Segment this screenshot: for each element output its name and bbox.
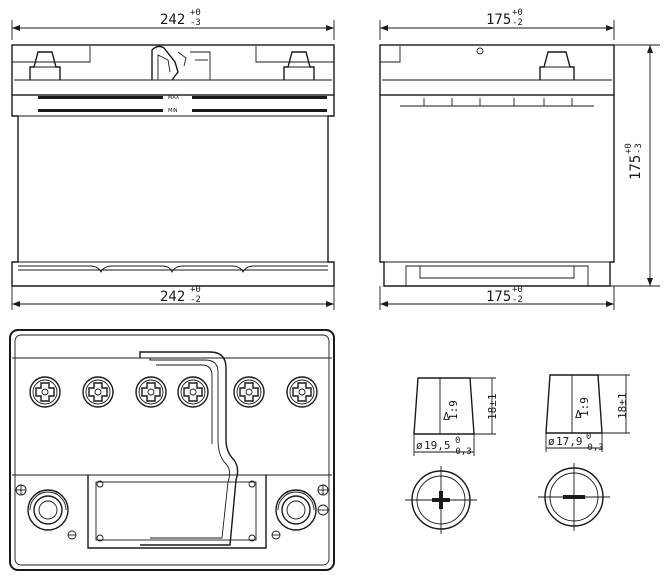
side-depth-bottom-lower-tol: -2 <box>512 295 523 305</box>
front-width-top-upper-tol: +0 <box>190 8 201 18</box>
front-width-bottom-lower-tol: -2 <box>190 295 201 305</box>
positive-height-label: 18±1 <box>486 394 499 421</box>
side-depth-top-upper-tol: +0 <box>512 8 523 18</box>
level-min-label: MIN <box>168 108 178 114</box>
front-width-bottom-value: 242 <box>160 289 185 305</box>
side-height-value: 175 <box>628 155 644 180</box>
side-depth-bottom-value: 175 <box>486 289 511 305</box>
side-case-body <box>379 95 615 287</box>
vent-cap-icon <box>82 376 114 408</box>
svg-text:ø: ø <box>416 439 423 452</box>
front-handle-detail <box>151 45 211 81</box>
top-terminal-right <box>271 484 329 540</box>
front-base-rail <box>18 265 328 274</box>
side-depth-top-lower-tol: -2 <box>512 18 523 28</box>
top-handle <box>139 351 239 546</box>
side-depth-bottom-upper-tol: +0 <box>512 285 523 295</box>
top-view <box>9 329 335 571</box>
negative-taper-label: 1:9 <box>578 397 591 417</box>
side-depth-bottom-dimension: 175 +0 -2 <box>379 285 615 310</box>
negative-tol-upper: 0 <box>586 432 591 442</box>
negative-height-label: 18±1 <box>616 393 629 420</box>
level-max-label: MAX <box>168 95 180 101</box>
positive-tol-upper: 0 <box>455 436 460 446</box>
negative-tol-lower: -0,3 <box>582 443 604 453</box>
side-lid <box>379 44 615 96</box>
vent-cap-icon <box>233 376 265 408</box>
negative-terminal-detail: 1:9 Δ 18±1 ø 17,9 0 -0,3 <box>538 374 630 531</box>
negative-diameter-label: 17,9 <box>556 435 583 448</box>
vent-cap-icon <box>135 376 167 408</box>
front-case-body <box>11 95 335 287</box>
front-width-top-lower-tol: -3 <box>190 18 201 28</box>
front-width-bottom-dimension: 242 +0 -2 <box>11 285 335 310</box>
svg-text:ø: ø <box>548 435 555 448</box>
svg-text:Δ: Δ <box>443 410 450 423</box>
vent-cap-icon <box>29 376 61 408</box>
vent-cap-icon <box>177 376 209 408</box>
front-width-top-value: 242 <box>160 12 185 28</box>
positive-terminal-detail: 1:9 Δ 18±1 ø 19,5 0 -0,3 <box>405 377 499 534</box>
front-terminal-right <box>283 51 315 80</box>
front-view: 242 +0 -3 MAX MIN <box>11 8 335 310</box>
svg-text:Δ: Δ <box>575 408 582 421</box>
side-height-upper-tol: +0 <box>624 143 634 154</box>
top-outline <box>9 329 335 571</box>
positive-taper-label: 1:9 <box>447 400 460 420</box>
side-vent-hole-icon <box>476 47 484 55</box>
minus-sign-icon <box>563 495 585 499</box>
front-width-bottom-upper-tol: +0 <box>190 285 201 295</box>
side-terminal <box>539 51 575 80</box>
front-terminal-left <box>29 51 61 80</box>
side-height-dimension: 175 +0 -3 <box>610 44 660 287</box>
side-view: 175 +0 -2 <box>379 8 660 310</box>
positive-diameter-label: 19,5 <box>424 439 451 452</box>
side-depth-top-value: 175 <box>486 12 511 28</box>
top-terminal-left <box>15 484 77 540</box>
front-width-top-dimension: 242 +0 -3 <box>11 8 335 40</box>
top-centre-plug <box>87 475 267 549</box>
side-height-lower-tol: -3 <box>634 143 644 154</box>
positive-tol-lower: -0,3 <box>450 447 472 457</box>
side-depth-top-dimension: 175 +0 -2 <box>379 8 615 40</box>
vent-cap-icon <box>286 376 318 408</box>
front-lid <box>11 44 335 96</box>
